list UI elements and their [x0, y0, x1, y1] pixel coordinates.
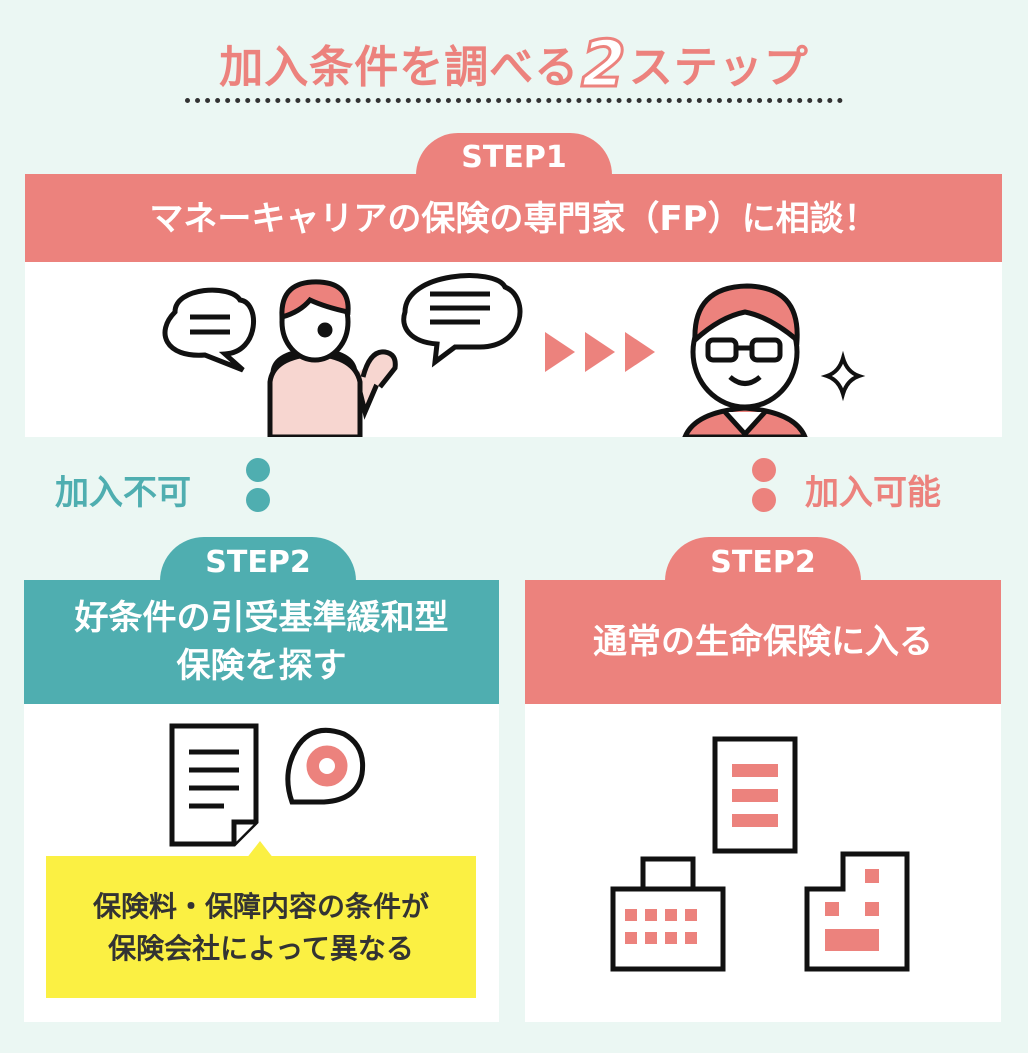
step2-left-illustration [169, 723, 366, 859]
step2-right-headline: 通常の生命保険に入る [525, 580, 1001, 704]
step2-left-line1: 好条件の引受基準緩和型 [74, 598, 449, 638]
page-title: 加入条件を調べる2ステップ [0, 27, 1028, 104]
branch-label-available: 加入可能 [805, 473, 941, 513]
insurance-document-icon [712, 736, 798, 854]
step2-right-illustration [610, 736, 910, 972]
step2-right-tab: STEP2 [665, 537, 861, 581]
note-pointer [246, 841, 274, 859]
customer-person-icon [267, 279, 398, 440]
note-line2: 保険会社によって異なる [108, 932, 414, 965]
step2-left-line2: 保険を探す [176, 646, 347, 686]
step2-left-headline: 好条件の引受基準緩和型 保険を探す [24, 580, 499, 704]
step2-right-tab-label: STEP2 [710, 545, 816, 580]
step1-panel [25, 262, 1002, 440]
branch-label-unavailable: 加入不可 [55, 473, 191, 513]
document-icon [169, 723, 259, 847]
title-underline [185, 98, 843, 103]
title-text-post: ステップ [628, 42, 809, 93]
step1-headline: マネーキャリアの保険の専門家（FP）に相談！ [25, 174, 1002, 262]
title-text-pre: 加入条件を調べる [219, 42, 580, 93]
step2-left-tab: STEP2 [160, 537, 356, 581]
triple-arrow-icon [545, 332, 655, 372]
step2-left-tab-label: STEP2 [205, 545, 311, 580]
step2-left-panel: 保険料・保障内容の条件が 保険会社によって異なる [24, 704, 499, 1022]
connector-dot [752, 458, 776, 482]
step2-right-panel [525, 704, 1001, 1022]
speech-bubble-large-icon [401, 273, 523, 368]
tall-building-icon [804, 851, 910, 972]
note-box: 保険料・保障内容の条件が 保険会社によって異なる [46, 856, 476, 998]
connector-dot [752, 488, 776, 512]
step1-illustration [162, 273, 866, 440]
office-building-icon [610, 856, 726, 972]
title-number: 2 [580, 27, 628, 104]
sparkle-icon [820, 350, 866, 402]
speech-bubble-icon [162, 287, 256, 373]
note-line1: 保険料・保障内容の条件が [92, 890, 429, 923]
step1-tab: STEP1 [416, 133, 612, 175]
location-pin-icon [285, 727, 366, 805]
connector-dot [246, 488, 270, 512]
step1-tab-label: STEP1 [461, 140, 567, 175]
expert-person-icon [681, 283, 809, 440]
connector-dot [246, 458, 270, 482]
